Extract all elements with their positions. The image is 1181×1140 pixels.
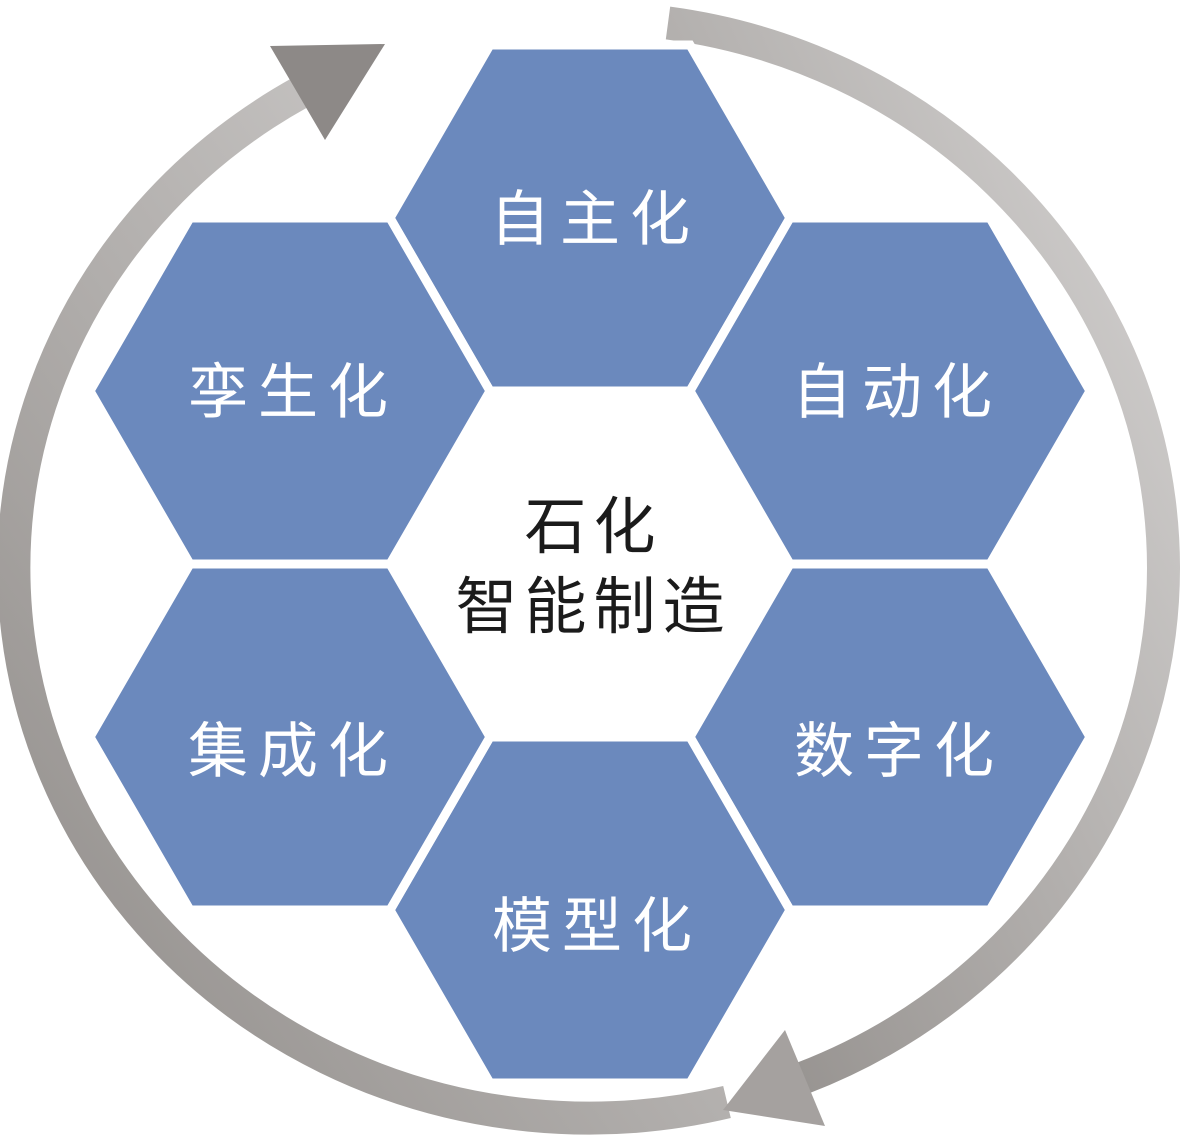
center-title: 石化 智能制造 bbox=[448, 488, 731, 648]
hexagon-label-top-left: 孪生化 bbox=[188, 360, 398, 426]
cycle-arrowhead-bottom-icon bbox=[723, 1030, 825, 1126]
cycle-arc-left bbox=[0, 77, 731, 1135]
cycle-arc-right bbox=[665, 6, 1180, 1094]
center-title-line1: 石化 bbox=[524, 494, 663, 562]
hexagon-label-bottom-left: 集成化 bbox=[188, 719, 398, 785]
center-title-line2: 智能制造 bbox=[455, 574, 732, 642]
cycle-arrowhead-top-icon bbox=[270, 44, 385, 140]
hexagon-label-top: 自主化 bbox=[490, 187, 700, 253]
hexagon-label-bottom-right: 数字化 bbox=[794, 719, 1004, 785]
hexagon-label-bottom: 模型化 bbox=[492, 894, 702, 960]
hexagon-label-top-right: 自动化 bbox=[792, 360, 1002, 426]
hexagon-top-left bbox=[84, 213, 496, 569]
